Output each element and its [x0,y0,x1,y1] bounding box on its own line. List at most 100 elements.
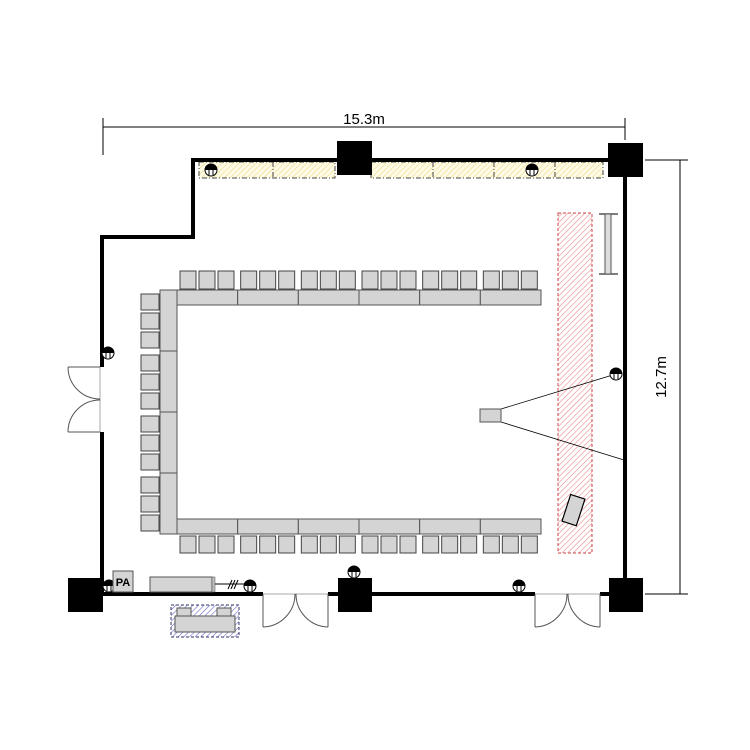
outlet-cap [513,580,525,586]
pa-equipment: PA [112,570,134,593]
door-bottom-left[interactable] [262,593,329,628]
door-left[interactable] [67,366,101,433]
outlets [101,163,623,593]
lectern [561,493,586,527]
chair [361,535,379,554]
chair [140,453,160,471]
outlet-cap [102,347,114,353]
chair [300,535,318,554]
chair [441,270,459,290]
outlet-cap [526,164,538,170]
outlet-icon [204,163,218,177]
outlet-icon [101,346,115,360]
outlet-cap [610,368,622,374]
chair [140,415,160,433]
chair [240,535,258,554]
window-strip [198,161,604,179]
chair [140,293,160,311]
chair [140,495,160,513]
chair [300,270,318,290]
table [237,289,299,306]
chair [338,270,356,290]
chair [380,535,398,554]
chair [399,270,417,290]
outlet-cap [244,580,256,586]
columns [68,141,643,612]
chair [259,270,277,290]
table [479,518,542,535]
chair [422,270,440,290]
outlet-icon [512,579,526,593]
height-label: 12.7m [653,356,670,398]
chair [422,535,440,554]
table [419,518,481,535]
chair [140,392,160,410]
chair [501,270,519,290]
table [159,411,178,474]
chair [520,270,538,290]
width-label: 15.3m [343,111,385,128]
chair [380,270,398,290]
chair [278,535,296,554]
outlet-icon [609,367,623,381]
table [159,350,178,413]
chair [441,535,459,554]
chair [140,331,160,349]
outlet-pins [247,586,253,591]
outlet-cap [348,566,360,572]
storage-area [170,604,240,638]
outlet-icon [347,565,361,579]
outlet-pins [105,353,111,358]
chair [217,535,235,554]
table [159,289,178,352]
chair [319,535,337,554]
chair [520,535,538,554]
chair [140,476,160,494]
equipment-rack [149,576,244,593]
outlet-icon [525,163,539,177]
chair [501,535,519,554]
table [237,518,299,535]
chair [482,535,500,554]
chair [179,535,197,554]
chair [482,270,500,290]
chair [140,514,160,532]
chair [259,535,277,554]
table [358,518,421,535]
door-bottom-right[interactable] [534,593,601,628]
outlet-icon [243,579,257,593]
width-dimension: 15.3m [102,111,626,155]
table [358,289,421,306]
outlet-pins [351,572,357,577]
table [297,289,360,306]
outlet-icon [102,579,116,593]
table [479,289,542,306]
table [176,518,239,535]
chair [140,312,160,330]
outlet-pins [208,170,214,175]
chair [217,270,235,290]
table [419,289,481,306]
chair [140,354,160,372]
outlet-pins [613,374,619,379]
chair [198,270,216,290]
projection-screen [599,213,618,275]
chair [140,373,160,391]
pa-label: PA [116,577,131,589]
projector [479,373,625,461]
outlet-cap [103,580,115,586]
table [297,518,360,535]
outlet-pins [516,586,522,591]
height-dimension: 12.7m [645,159,688,595]
table [176,289,239,306]
chair [179,270,197,290]
table [159,472,178,535]
chair [399,535,417,554]
outlet-cap [205,164,217,170]
chair [240,270,258,290]
chair [361,270,379,290]
chair [338,535,356,554]
chair [198,535,216,554]
outlet-pins [106,586,112,591]
